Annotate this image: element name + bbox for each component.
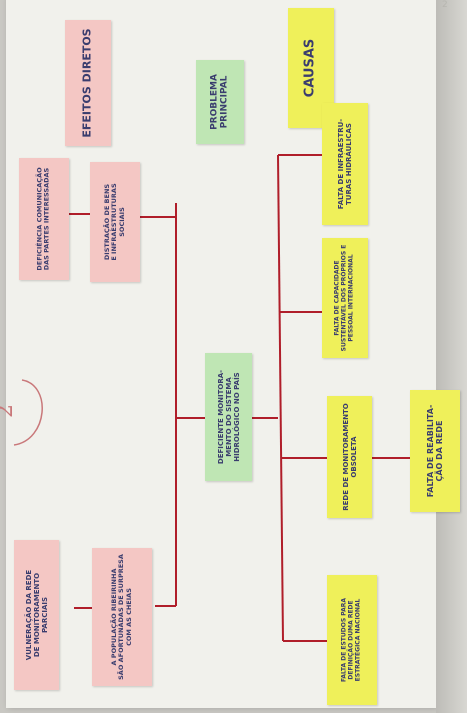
problem-header-text: PROBLEMA PRINCIPAL bbox=[209, 74, 230, 130]
cause-note-capacity: FALTA DE CAPACIDADE SUSTENTÁVEL DOS PRÓP… bbox=[322, 238, 368, 358]
effect-population-text: A POPULAÇÃO RIBEIRINHA SÃO AFORTUNADAS D… bbox=[109, 554, 133, 680]
problem-header-note: PROBLEMA PRINCIPAL bbox=[196, 60, 244, 144]
effect-note-population: A POPULAÇÃO RIBEIRINHA SÃO AFORTUNADAS D… bbox=[92, 548, 152, 686]
edge-mark: 2 bbox=[442, 0, 448, 10]
cause-studies-text: FALTA DE ESTUDOS PARA DEFINIÇÃO DUMA RED… bbox=[340, 597, 362, 683]
effect-note-infrastructure: DISTRAÇÃO DE BENS E INFRAESTRUTURAS SOCI… bbox=[90, 162, 140, 282]
effect-infrastructure-text: DISTRAÇÃO DE BENS E INFRAESTRUTURAS SOCI… bbox=[102, 183, 126, 261]
cause-note-rehabilitation: FALTA DE REABILITA- ÇÃO DA REDE bbox=[410, 390, 460, 512]
causes-bus-line bbox=[277, 154, 284, 642]
effect-note-network-vulnerability: VULNERAÇÃO DA REDE DE MONITORAMENTO PARC… bbox=[14, 540, 59, 690]
paper-edge-shadow bbox=[436, 0, 467, 713]
causes-header-text: CAUSAS bbox=[302, 38, 318, 98]
effects-header-text: EFEITOS DIRETOS bbox=[80, 28, 94, 138]
cause-rehabilitation-text: FALTA DE REABILITA- ÇÃO DA REDE bbox=[425, 404, 444, 498]
circled-number: 2 bbox=[0, 404, 18, 418]
cause-note-infrastructure: FALTA DE INFRAESTRU- TURAS HIDRÁULICAS bbox=[322, 103, 368, 225]
cause-infrastructure-text: FALTA DE INFRAESTRU- TURAS HIDRÁULICAS bbox=[336, 118, 353, 210]
cause-capacity-text: FALTA DE CAPACIDADE SUSTENTÁVEL DOS PRÓP… bbox=[333, 244, 355, 352]
main-problem-text: DEFICIENTE MONITORA- MENTO DO SISTEMA HI… bbox=[216, 369, 241, 465]
cause-obsolete-network-text: REDE DE MONITORAMENTO OBSOLETA bbox=[341, 403, 358, 511]
effect-communication-text: DEFICIÊNCIA COMUNICAÇÃO DAS PARTES INTER… bbox=[35, 167, 51, 271]
cause-note-obsolete-network: REDE DE MONITORAMENTO OBSOLETA bbox=[327, 396, 372, 518]
cause-note-studies: FALTA DE ESTUDOS PARA DEFINIÇÃO DUMA RED… bbox=[327, 575, 377, 705]
main-problem-note: DEFICIENTE MONITORA- MENTO DO SISTEMA HI… bbox=[205, 353, 252, 481]
effect-network-vulnerability-text: VULNERAÇÃO DA REDE DE MONITORAMENTO PARC… bbox=[24, 569, 49, 661]
effects-header-note: EFEITOS DIRETOS bbox=[65, 20, 111, 146]
effect-note-communication: DEFICIÊNCIA COMUNICAÇÃO DAS PARTES INTER… bbox=[19, 158, 69, 280]
circled-number-arc bbox=[13, 379, 43, 446]
